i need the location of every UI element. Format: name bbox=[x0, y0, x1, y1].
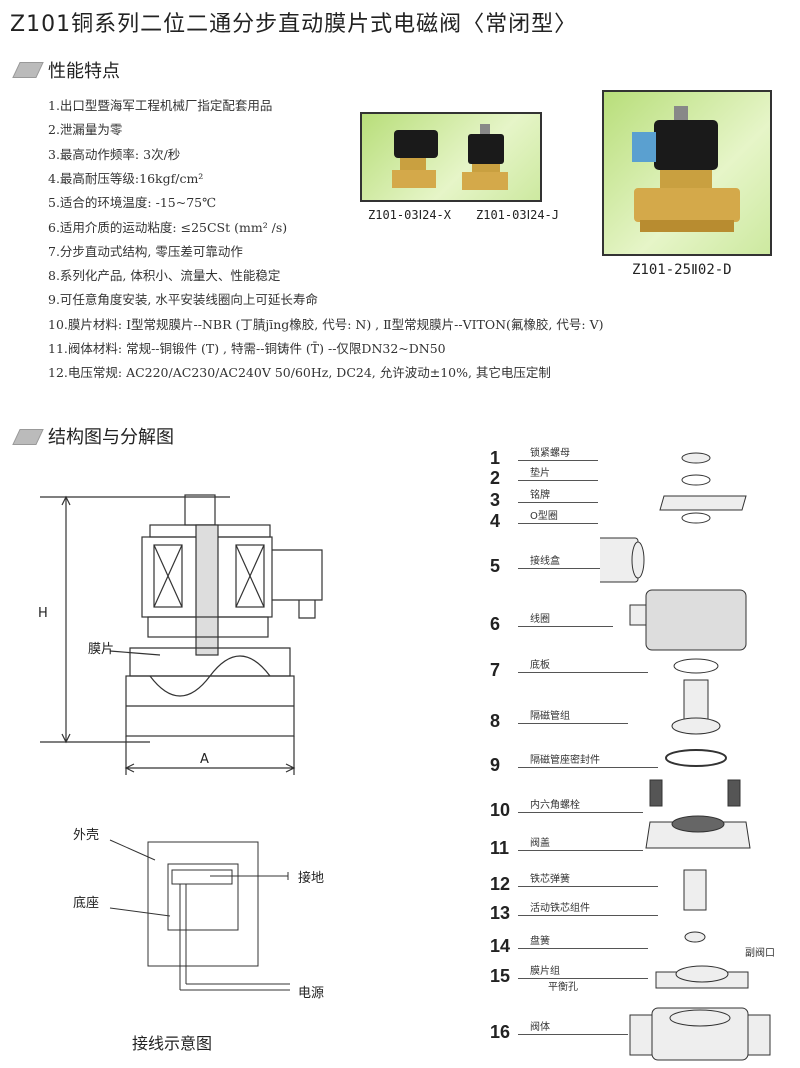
part-number: 7 bbox=[490, 660, 501, 680]
part-number: 6 bbox=[490, 614, 501, 634]
leader-line bbox=[518, 523, 598, 524]
page-title: Z101铜系列二位二通分步直动膜片式电磁阀〈常闭型〉 bbox=[10, 12, 578, 37]
leader-line bbox=[518, 767, 658, 768]
part-label: 接线盒 bbox=[530, 556, 560, 567]
part-number: 1 bbox=[490, 448, 501, 468]
section-title-features: 性能特点 bbox=[48, 61, 120, 82]
leader-line bbox=[518, 460, 598, 461]
photo-caption: Z101-03Ⅰ24-J bbox=[476, 208, 560, 222]
leader-line bbox=[518, 1034, 628, 1035]
shell-label: 外壳 bbox=[73, 828, 100, 843]
wiring-caption: 接线示意图 bbox=[132, 1034, 213, 1053]
leader-line bbox=[518, 886, 658, 887]
part-number: 15 bbox=[490, 966, 511, 986]
part-number: 12 bbox=[490, 874, 511, 894]
part-number: 2 bbox=[490, 468, 501, 488]
ground-label: 接地 bbox=[298, 871, 325, 886]
part-label: 阀盖 bbox=[530, 838, 550, 849]
leader-line bbox=[518, 502, 598, 503]
photo-caption: Z101-03Ⅰ24-X bbox=[368, 208, 452, 222]
part-label: 盘簧 bbox=[530, 936, 550, 947]
dimension-label-h: H bbox=[38, 606, 48, 621]
feature-item: 12.电压常规: AC220/AC230/AC240V 50/60Hz, DC2… bbox=[48, 365, 551, 381]
leader-line bbox=[518, 850, 643, 851]
feature-item: 8.系列化产品, 体积小、流量大、性能稳定 bbox=[48, 268, 281, 284]
leader-line bbox=[518, 915, 658, 916]
feature-item: 9.可任意角度安装, 水平安装线圈向上可延长寿命 bbox=[48, 292, 318, 308]
dimension-label-a: A bbox=[200, 752, 209, 767]
part-label: 铭牌 bbox=[530, 490, 550, 501]
leader-line bbox=[518, 723, 628, 724]
part-number: 16 bbox=[490, 1022, 511, 1042]
base-label: 底座 bbox=[73, 896, 100, 911]
part-number: 11 bbox=[490, 838, 510, 858]
product-photo-small bbox=[360, 112, 542, 202]
balance-hole-label: 平衡孔 bbox=[548, 982, 578, 993]
wiring-diagram bbox=[109, 839, 290, 991]
feature-item: 2.泄漏量为零 bbox=[48, 122, 123, 138]
valve-image bbox=[392, 124, 508, 190]
leader-line bbox=[518, 812, 643, 813]
part-label: 锁紧螺母 bbox=[530, 448, 570, 459]
part-label: 活动铁芯组件 bbox=[530, 903, 590, 914]
feature-item: 1.出口型暨海军工程机械厂指定配套用品 bbox=[48, 98, 273, 113]
valve-image bbox=[632, 106, 740, 232]
feature-item: 10.膜片材料: Ⅰ型常规膜片--NBR (丁腈jīng橡胶, 代号: N) ,… bbox=[48, 316, 604, 332]
leader-line bbox=[518, 672, 648, 673]
part-number: 4 bbox=[490, 511, 501, 531]
part-label: 铁芯弹簧 bbox=[530, 874, 570, 885]
feature-item: 11.阀体材料: 常规--铜锻件 (T) , 特需--铜铸件 (T̄) --仅限… bbox=[48, 341, 446, 356]
photo-caption: Z101-25Ⅱ02-D bbox=[632, 262, 732, 278]
diaphragm-label: 膜片 bbox=[88, 642, 115, 657]
part-number: 10 bbox=[490, 800, 511, 820]
part-label: O型圈 bbox=[530, 511, 558, 522]
feature-item: 5.适合的环境温度: -15~75℃ bbox=[48, 195, 217, 211]
part-label: 隔磁管座密封件 bbox=[530, 755, 600, 766]
leader-line bbox=[518, 948, 648, 949]
feature-item: 7.分步直动式结构, 零压差可靠动作 bbox=[48, 243, 243, 259]
feature-item: 4.最高耐压等级:16kgf/cm² bbox=[48, 170, 204, 186]
part-label: 阀体 bbox=[530, 1022, 550, 1033]
part-label: 垫片 bbox=[530, 468, 550, 479]
leader-line bbox=[518, 978, 648, 979]
part-number: 9 bbox=[490, 755, 501, 775]
part-label: 膜片组 bbox=[530, 966, 560, 977]
leader-line bbox=[518, 480, 598, 481]
feature-item: 3.最高动作频率: 3次/秒 bbox=[48, 146, 181, 162]
product-photo-large bbox=[602, 90, 772, 256]
leader-line bbox=[518, 626, 613, 627]
section-marker-icon bbox=[12, 429, 44, 445]
part-label: 线圈 bbox=[530, 614, 550, 625]
pilot-port-label: 副阀口 bbox=[745, 948, 775, 959]
part-number: 8 bbox=[490, 711, 501, 731]
part-number: 13 bbox=[490, 903, 511, 923]
part-label: 隔磁管组 bbox=[530, 711, 570, 722]
part-label: 内六角螺栓 bbox=[530, 800, 580, 811]
exploded-view bbox=[600, 452, 771, 1061]
section-marker-icon bbox=[12, 62, 44, 78]
part-number: 5 bbox=[490, 556, 501, 576]
part-number: 3 bbox=[490, 490, 501, 510]
section-title-structure: 结构图与分解图 bbox=[48, 427, 174, 448]
leader-line bbox=[518, 568, 613, 569]
part-number: 14 bbox=[490, 936, 511, 956]
feature-item: 6.适用介质的运动粘度: ≤25CSt (mm² /s) bbox=[48, 219, 288, 235]
part-label: 底板 bbox=[530, 660, 550, 671]
cross-section-diagram bbox=[40, 494, 323, 775]
power-label: 电源 bbox=[298, 986, 325, 1001]
